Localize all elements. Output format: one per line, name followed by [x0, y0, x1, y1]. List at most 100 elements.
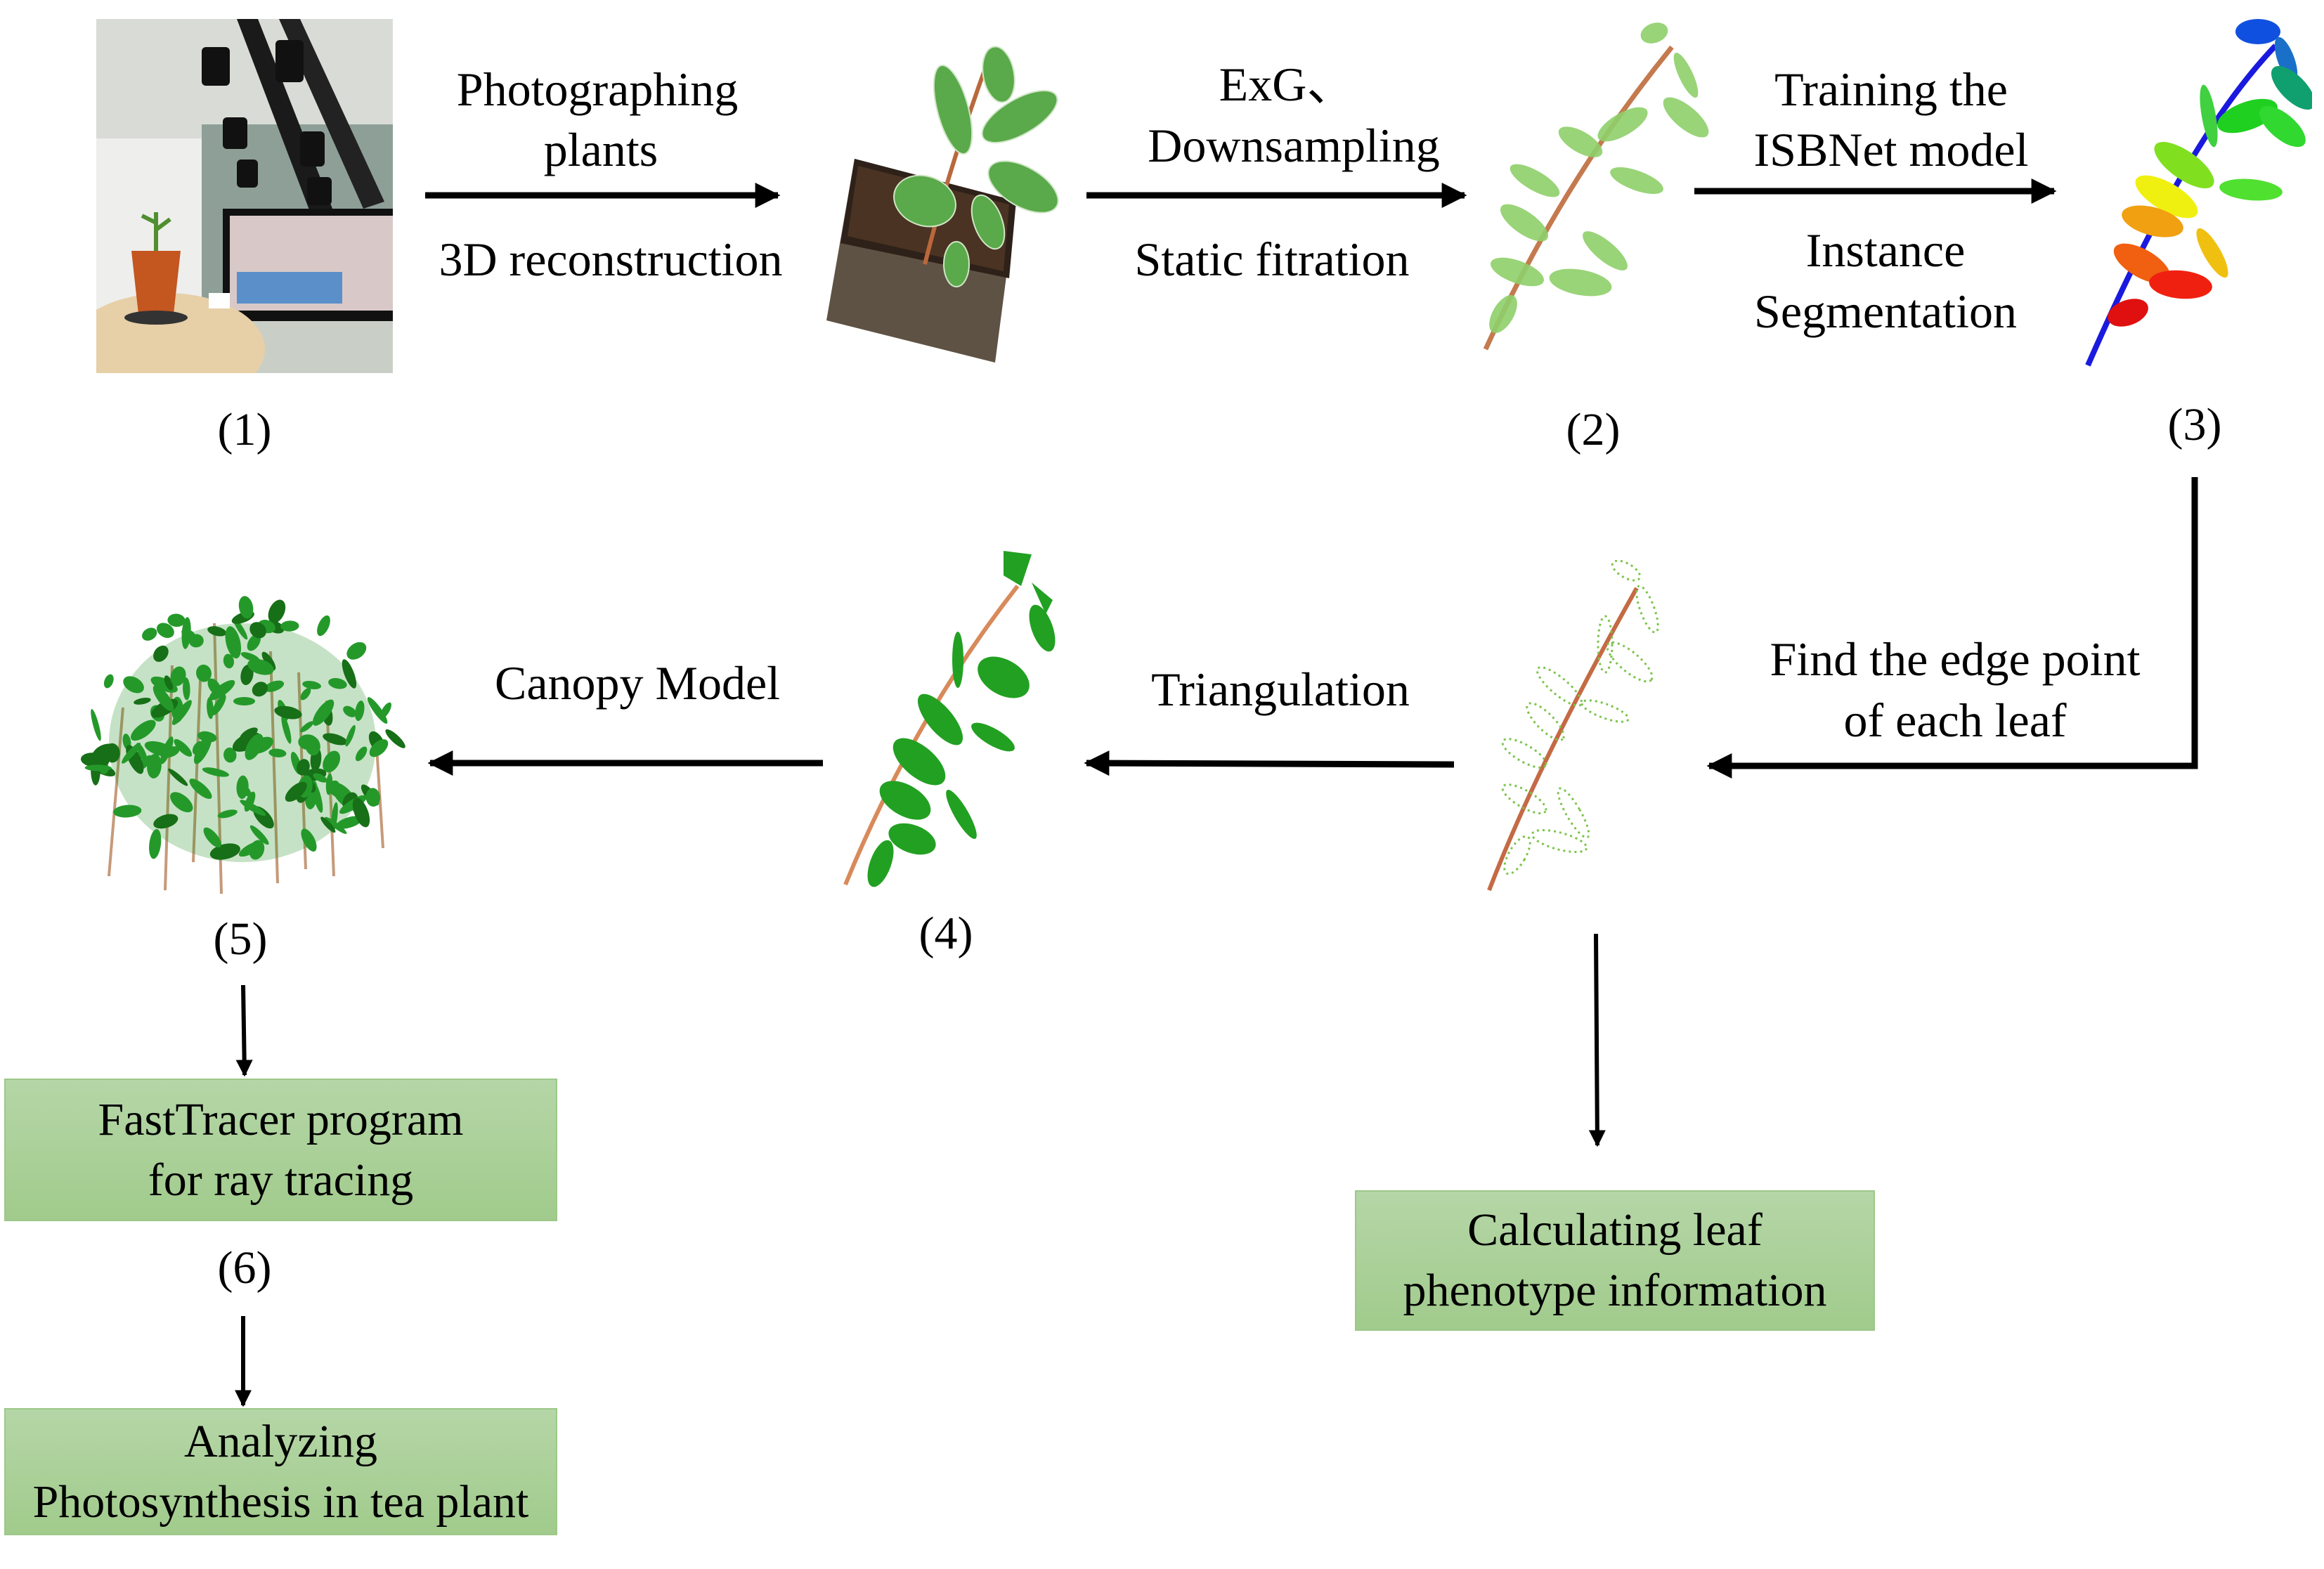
canopy-leaf	[325, 816, 347, 834]
arrow-label-isbnet-model: ISBNet model	[1753, 123, 2029, 176]
canopy-leaf	[342, 659, 357, 689]
canopy-leaf	[152, 685, 174, 711]
canopy-leaf	[223, 747, 237, 763]
step-number-5: (5)	[213, 913, 268, 965]
canopy-leaf	[168, 768, 188, 786]
canopy-leaf	[300, 687, 311, 701]
step-number-4: (4)	[918, 908, 973, 959]
canopy-leaf	[162, 746, 180, 758]
canopy-leaf	[130, 720, 156, 741]
canopy-leaf	[170, 666, 186, 686]
photosynthesis-line1: Analyzing	[184, 1415, 377, 1467]
canopy-leaf	[301, 828, 317, 852]
canopy-leaf	[313, 773, 327, 783]
canopy-leaf	[247, 658, 274, 675]
phenotype-box: Calculating leaf phenotype information	[1355, 1190, 1875, 1331]
step-number-2: (2)	[1566, 404, 1621, 455]
step-number-6: (6)	[217, 1242, 272, 1294]
filtered-point-cloud	[1483, 22, 1709, 351]
arrow-label-instance: Instance	[1805, 223, 1966, 277]
canopy-leaf	[113, 805, 142, 818]
reconstructed-potted-plant	[826, 46, 1059, 363]
canopy-leaf	[174, 738, 193, 757]
arrow-label-3d-reconstruction: 3D reconstruction	[439, 233, 783, 286]
canopy-leaf	[345, 724, 356, 747]
canopy-leaf	[202, 767, 230, 777]
canopy-leaf	[323, 750, 341, 773]
canopy-leaf	[245, 734, 264, 760]
arrow-label-photographing: Photographing	[456, 63, 739, 116]
canopy-leaf	[223, 653, 235, 669]
canopy-leaf	[167, 613, 186, 627]
canopy-leaf	[369, 739, 389, 757]
arrow-segmented-to-edge-points	[1706, 477, 2198, 779]
canopy-leaf	[207, 697, 214, 720]
canopy-leaf	[240, 664, 254, 686]
arrow-edge-points-to-phenotype	[1588, 933, 1606, 1147]
canopy-leaf	[328, 678, 347, 689]
canopy-leaf	[261, 651, 276, 670]
canopy-leaf	[238, 841, 263, 857]
canopy-leaf	[385, 729, 405, 748]
arrow-label-of-each-leaf: of each leaf	[1843, 694, 2067, 747]
canopy-leaf	[225, 626, 242, 659]
canopy-leaf	[134, 697, 151, 705]
canopy-leaf	[355, 746, 368, 762]
canopy-leaf	[122, 743, 141, 764]
canopy-leaf	[188, 634, 204, 648]
arrow-canopy-to-fasttracer	[235, 984, 253, 1077]
canopy-leaf	[233, 697, 256, 705]
canopy-leaf	[142, 627, 157, 641]
canopy-leaf	[285, 781, 307, 802]
canopy-leaf	[281, 714, 292, 744]
canopy-leaf	[247, 634, 261, 651]
arrow-label-static-filtration: Static fitration	[1134, 233, 1410, 286]
canopy-leaf	[164, 675, 174, 691]
step-number-1: (1)	[217, 404, 272, 455]
canopy-leaf	[317, 615, 330, 637]
canopy-leaf	[365, 788, 381, 807]
phenotype-line2: phenotype information	[1403, 1265, 1827, 1316]
canopy-leaf	[181, 617, 191, 649]
photosynthesis-line2: Photosynthesis in tea plant	[32, 1476, 529, 1528]
canopy-leaf	[305, 736, 320, 756]
canopy-model	[80, 596, 405, 894]
canopy-leaf	[153, 645, 169, 662]
canopy-leaf	[343, 705, 357, 717]
arrow-label-segmentation: Segmentation	[1754, 285, 2017, 338]
canopy-leaf	[355, 701, 365, 722]
canopy-leaf	[320, 816, 336, 833]
canopy-leaf	[183, 677, 190, 701]
phenotype-line1: Calculating leaf	[1467, 1204, 1763, 1256]
fasttracer-line2: for ray tracing	[148, 1154, 414, 1206]
canopy-leaf	[238, 596, 254, 619]
canopy-leaf	[91, 743, 116, 762]
canopy-leaf	[203, 827, 221, 848]
canopy-leaf	[236, 775, 249, 799]
canopy-leaf	[171, 700, 192, 725]
photogrammetry-setup-photo	[96, 19, 393, 373]
fasttracer-box: FastTracer program for ray tracing	[4, 1079, 557, 1221]
canopy-leaf	[323, 733, 348, 746]
canopy-leaf	[244, 791, 256, 812]
canopy-leaf	[217, 809, 238, 819]
canopy-leaves	[80, 596, 405, 860]
canopy-leaf	[153, 814, 178, 829]
canopy-leaf	[274, 705, 302, 720]
arrow-label-downsampling: Downsampling	[1148, 119, 1440, 172]
canopy-leaf	[249, 622, 266, 639]
canopy-leaf	[240, 652, 260, 662]
canopy-leaf	[212, 694, 226, 715]
canopy-leaf	[336, 816, 363, 829]
canopy-leaf	[249, 825, 269, 845]
arrow-label-exg: ExG、	[1219, 58, 1355, 111]
canopy-leaf	[346, 642, 367, 660]
arrow-label-triangulation: Triangulation	[1151, 663, 1410, 716]
canopy-leaf	[123, 676, 144, 694]
canopy-leaf	[352, 797, 370, 828]
arrow-edge-points-to-mesh	[1084, 750, 1455, 776]
leaf-edge-point-cloud	[1487, 560, 1659, 892]
canopy-leaf	[264, 680, 285, 692]
canopy-leaf	[300, 721, 314, 733]
canopy-leaf	[196, 664, 212, 682]
